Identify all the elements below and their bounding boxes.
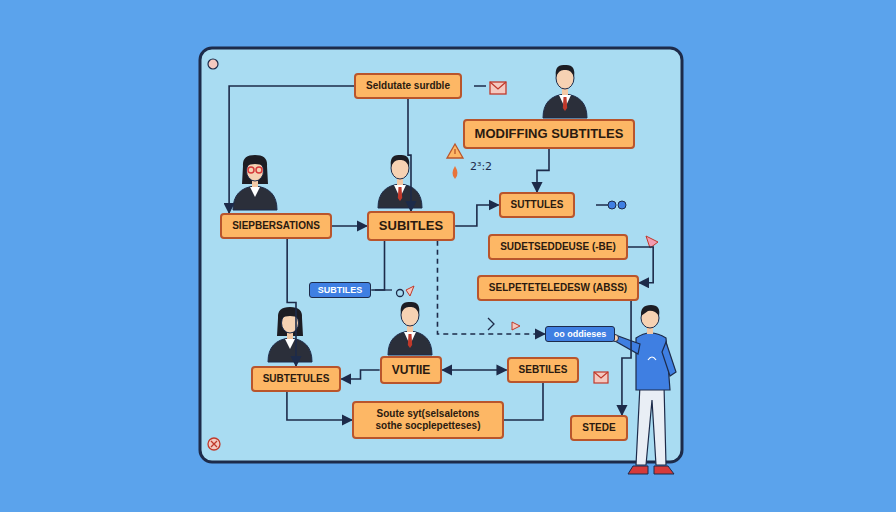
link-icon — [596, 201, 626, 209]
close-icon — [208, 438, 220, 450]
panel — [200, 48, 682, 462]
connector-arrow — [408, 99, 411, 211]
connector-arrow — [371, 241, 384, 290]
process-box: SUDETSEDDEUSE (-BE) — [488, 234, 628, 260]
person-figure — [378, 155, 422, 208]
connector-arrow — [504, 383, 543, 420]
note-label: 2³:2 — [470, 160, 492, 173]
process-box: Seldutate surdble — [354, 73, 462, 99]
connector-arrow — [287, 392, 352, 420]
connector-arrow — [455, 205, 498, 226]
connector-arrow — [332, 225, 367, 227]
connector-arrow — [229, 86, 354, 213]
person-figure — [233, 155, 277, 210]
small-icon — [375, 286, 414, 297]
box-label: oo oddieses — [554, 329, 607, 340]
process-box: SUBTETULES — [251, 366, 342, 392]
envelope-icon — [474, 82, 506, 94]
connector-arrow — [341, 370, 379, 379]
person-figure — [388, 302, 432, 355]
box-label: Seldutate surdble — [366, 80, 450, 92]
process-box: MODIFFING SUBTITLES — [463, 119, 636, 149]
tag-box: SUBTILES — [309, 282, 372, 299]
corner-dot — [208, 59, 218, 69]
process-box: SEBTILES — [507, 357, 580, 383]
pin-icon — [488, 318, 520, 330]
box-label: VUTIIE — [392, 363, 431, 377]
box-label: SUBTILES — [318, 285, 363, 296]
box-label: MODIFFING SUBTITLES — [475, 126, 624, 142]
connector-arrow — [442, 369, 506, 371]
process-box: SUBITLES — [367, 211, 455, 241]
box-label: SELPETETELEDESW (ABSS) — [489, 282, 627, 294]
envelope-icon — [594, 372, 608, 383]
box-label: SUDETSEDDEUSE (-BE) — [500, 241, 616, 253]
box-label: SUBTETULES — [263, 373, 330, 385]
process-box: STEDE — [570, 415, 627, 441]
tag-box: oo oddieses — [545, 326, 616, 343]
box-label: SUTTULES — [511, 199, 564, 211]
process-box: SELPETETELEDESW (ABSS) — [477, 275, 639, 301]
box-label: SUBITLES — [379, 218, 443, 234]
box-label: STEDE — [582, 422, 615, 434]
process-box: SUTTULES — [499, 192, 576, 218]
connector-arrow — [287, 239, 296, 366]
warning-icon — [447, 144, 463, 158]
connector-arrow — [537, 149, 549, 192]
process-box: VUTIIE — [380, 356, 443, 384]
connector-arrow — [622, 301, 631, 415]
box-label: Soute syt(selsaletons sothe socplepettes… — [364, 408, 492, 432]
process-box: Soute syt(selsaletons sothe socplepettes… — [352, 401, 504, 439]
drop-icon — [453, 166, 458, 179]
person-figure — [543, 65, 587, 118]
box-label: SEBTILES — [519, 364, 568, 376]
box-label: SIEPBERSATIONS — [232, 220, 320, 232]
person-figure — [268, 307, 312, 362]
process-box: SIEPBERSATIONS — [220, 213, 332, 239]
